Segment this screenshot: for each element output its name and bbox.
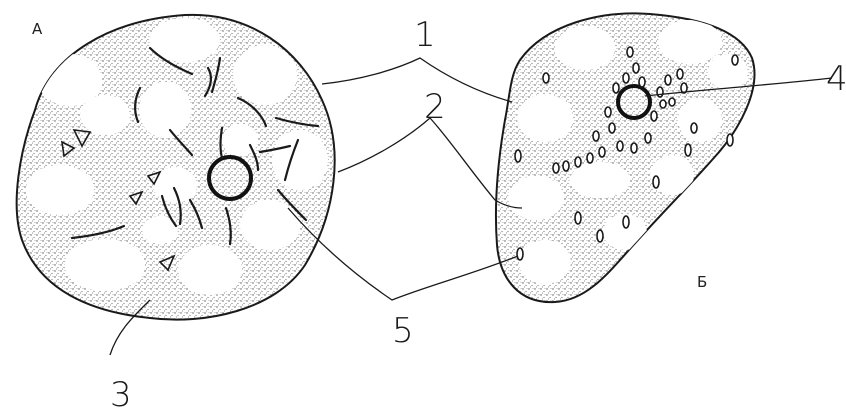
cell-a-nucleus bbox=[209, 157, 251, 199]
label-2: 2 bbox=[424, 87, 446, 127]
cell-b-nucleus bbox=[618, 86, 650, 118]
label-1: 1 bbox=[414, 15, 436, 55]
cell-a bbox=[17, 15, 335, 320]
cell-b bbox=[496, 13, 754, 302]
label-cell-a: А bbox=[32, 20, 43, 38]
label-4: 4 bbox=[826, 59, 846, 99]
label-5: 5 bbox=[392, 311, 414, 351]
label-3: 3 bbox=[110, 375, 132, 414]
label-cell-b: Б bbox=[697, 273, 707, 291]
